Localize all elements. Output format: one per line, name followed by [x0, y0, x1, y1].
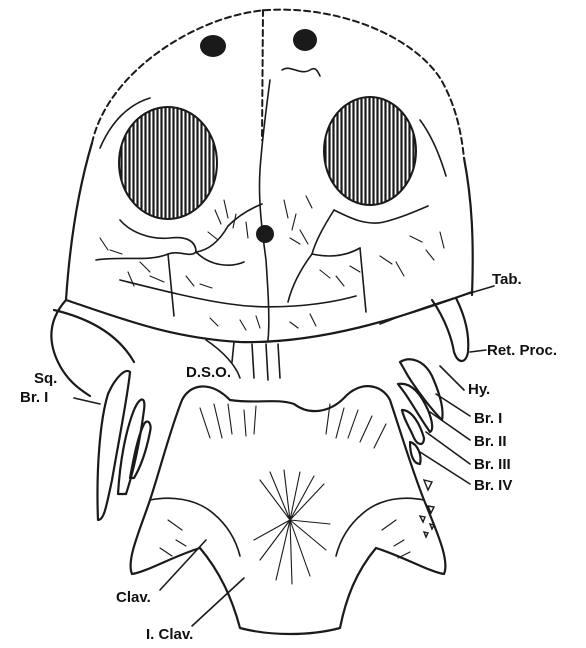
pineal-foramen: [256, 225, 274, 243]
br2-leader: [430, 412, 470, 440]
dso-leader: [232, 342, 234, 362]
left-orbit: [119, 107, 217, 219]
label-sq: Sq.: [34, 371, 57, 386]
label-br3: Br. III: [474, 457, 511, 472]
left-branchial-bars: [97, 371, 150, 520]
left-nostril: [200, 35, 226, 57]
clav-leader: [160, 540, 206, 590]
label-dso: D.S.O.: [186, 365, 231, 380]
label-hy: Hy.: [468, 382, 490, 397]
label-br1-left: Br. I: [20, 390, 48, 405]
label-clav: Clav.: [116, 590, 151, 605]
clavicle-right: [336, 498, 424, 556]
hy-leader: [440, 366, 464, 390]
midline-suture: [262, 10, 263, 140]
iclav-leader: [192, 578, 244, 626]
right-orbit: [324, 97, 416, 205]
skull-right-margin: [464, 158, 473, 295]
label-ret-proc: Ret. Proc.: [487, 343, 557, 358]
label-iclav: I. Clav.: [146, 627, 193, 642]
clavicle-left: [150, 498, 240, 556]
label-br4: Br. IV: [474, 478, 512, 493]
label-br2: Br. II: [474, 434, 507, 449]
label-br1-right: Br. I: [474, 411, 502, 426]
label-tab: Tab.: [492, 272, 522, 287]
girdle-striations: [160, 404, 410, 584]
skull-left-margin: [66, 143, 92, 300]
neck-lines: [252, 344, 280, 380]
br4-leader: [420, 452, 470, 484]
br1-left-leader: [74, 398, 100, 404]
ret-proc-leader: [470, 350, 486, 352]
right-nostril: [293, 29, 317, 51]
retroarticular-process: [432, 298, 468, 361]
interclavicle: [131, 386, 446, 634]
